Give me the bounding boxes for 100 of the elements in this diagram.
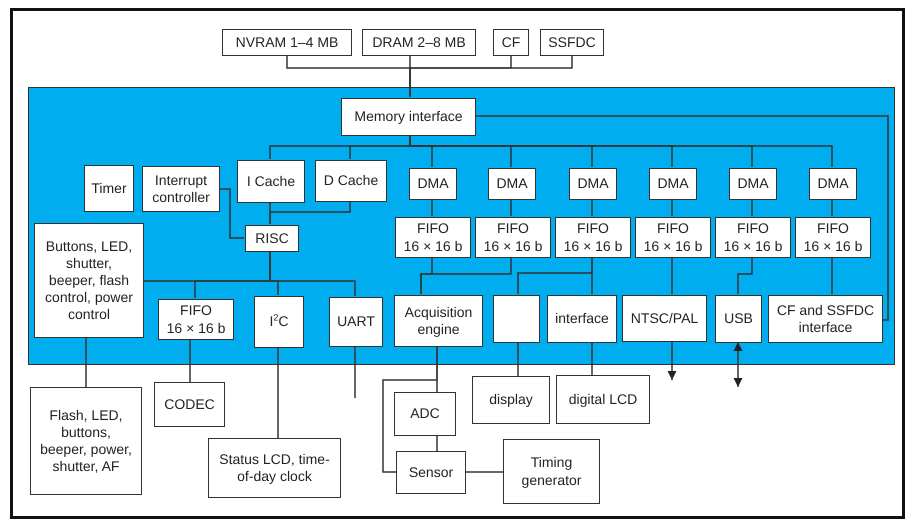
component-block bbox=[569, 168, 617, 200]
arrow bbox=[668, 341, 676, 380]
block-label: DMA bbox=[417, 175, 449, 193]
block-label: FIFO bbox=[417, 220, 449, 238]
component-block bbox=[341, 98, 476, 136]
component-block bbox=[34, 223, 144, 338]
block-label: NTSC/PAL bbox=[630, 310, 698, 328]
component-block bbox=[622, 295, 707, 342]
connector-line bbox=[382, 346, 438, 473]
block-label: DMA bbox=[577, 175, 609, 193]
connector-line bbox=[671, 257, 673, 294]
block-label: I$^{2}$C bbox=[269, 313, 289, 331]
empty-block bbox=[493, 295, 540, 343]
component-block bbox=[472, 376, 550, 424]
connector-line bbox=[269, 201, 351, 224]
connector-line bbox=[751, 199, 753, 216]
connector-line bbox=[591, 199, 593, 216]
block-label: FIFO bbox=[497, 220, 529, 238]
block-label: Timer bbox=[91, 180, 127, 198]
block-label: Flash, LED, buttons, beeper, power, shutter, AF bbox=[40, 406, 132, 476]
block-label: I Cache bbox=[246, 172, 296, 190]
block-label: USB bbox=[724, 310, 753, 328]
component-block bbox=[715, 295, 762, 343]
component-block bbox=[503, 439, 600, 504]
component-block bbox=[729, 168, 777, 200]
component-block bbox=[555, 217, 631, 258]
block-label: 16 × 16 b bbox=[804, 238, 862, 255]
block-label: CF bbox=[502, 34, 520, 52]
block-label: 16 × 16 b bbox=[404, 238, 462, 255]
block-label: Interrupt controller bbox=[151, 172, 211, 206]
connector-line bbox=[409, 56, 573, 97]
component-block bbox=[635, 217, 711, 258]
connector-line bbox=[510, 199, 512, 216]
block-label: FIFO bbox=[817, 220, 849, 238]
block-label: Acquisition engine bbox=[404, 304, 474, 338]
component-block bbox=[158, 299, 234, 340]
connector-line bbox=[277, 347, 279, 438]
block-label: digital LCD bbox=[568, 390, 638, 408]
connector-line bbox=[591, 257, 593, 294]
block-label: NVRAM 1–4 MB bbox=[236, 34, 338, 52]
connector-line bbox=[219, 188, 244, 239]
component-block bbox=[154, 382, 225, 427]
component-block bbox=[395, 217, 471, 258]
connector-line bbox=[671, 199, 673, 216]
component-block bbox=[715, 217, 791, 258]
component-block bbox=[556, 375, 650, 424]
connector-line bbox=[420, 257, 512, 294]
component-block bbox=[795, 217, 871, 258]
component-block bbox=[237, 160, 305, 203]
block-label: FIFO bbox=[657, 220, 689, 238]
block-label: ADC bbox=[410, 405, 440, 423]
component-block bbox=[362, 29, 476, 56]
component-block bbox=[540, 29, 604, 56]
component-block bbox=[396, 451, 466, 494]
component-block bbox=[142, 166, 220, 212]
component-block bbox=[409, 168, 457, 200]
component-block bbox=[315, 160, 387, 202]
block-label: Buttons, LED, shutter, beeper, flash control, power control bbox=[44, 238, 134, 324]
connector-line bbox=[737, 257, 753, 294]
component-block bbox=[475, 217, 551, 258]
block-label: Memory interface bbox=[354, 108, 463, 126]
block-label: RISC bbox=[255, 230, 289, 248]
block-label: display bbox=[489, 391, 533, 409]
component-block bbox=[254, 296, 304, 348]
chip-area bbox=[28, 87, 895, 365]
component-block bbox=[329, 297, 383, 347]
connector-line bbox=[831, 199, 833, 216]
block-label: Status LCD, time-of-day clock bbox=[218, 450, 331, 486]
component-block bbox=[208, 438, 341, 498]
block-label: FIFO bbox=[180, 302, 212, 320]
component-block bbox=[245, 225, 299, 252]
block-label: DMA bbox=[657, 175, 689, 193]
block-label: 16 × 16 b bbox=[564, 238, 622, 255]
component-block bbox=[394, 392, 456, 436]
block-label: 16 × 16 b bbox=[724, 238, 782, 255]
block-label: CF and SSFDC interface bbox=[776, 302, 876, 336]
block-label: 16 × 16 b bbox=[484, 238, 542, 255]
component-block bbox=[649, 168, 697, 200]
block-label: SSFDC bbox=[548, 34, 596, 52]
block-label: DMA bbox=[737, 175, 769, 193]
connector-line bbox=[591, 342, 593, 375]
arrow bbox=[734, 342, 742, 387]
connector-line bbox=[269, 251, 356, 296]
block-label: UART bbox=[337, 313, 375, 331]
component-block bbox=[547, 295, 617, 343]
block-label: DMA bbox=[496, 175, 528, 193]
block-label: FIFO bbox=[577, 220, 609, 238]
component-block bbox=[493, 29, 529, 56]
block-label: Sensor bbox=[408, 464, 454, 482]
block-label: DMA bbox=[817, 175, 849, 193]
block-label: 16 × 16 b bbox=[644, 238, 702, 255]
component-block bbox=[30, 387, 142, 495]
component-block bbox=[394, 295, 483, 347]
connector-line bbox=[517, 342, 519, 376]
component-block bbox=[488, 168, 536, 200]
connector-line bbox=[475, 115, 889, 321]
component-block bbox=[222, 29, 352, 56]
block-label: 16 × 16 b bbox=[166, 320, 226, 337]
connector-line bbox=[436, 436, 438, 451]
component-block bbox=[809, 168, 857, 200]
